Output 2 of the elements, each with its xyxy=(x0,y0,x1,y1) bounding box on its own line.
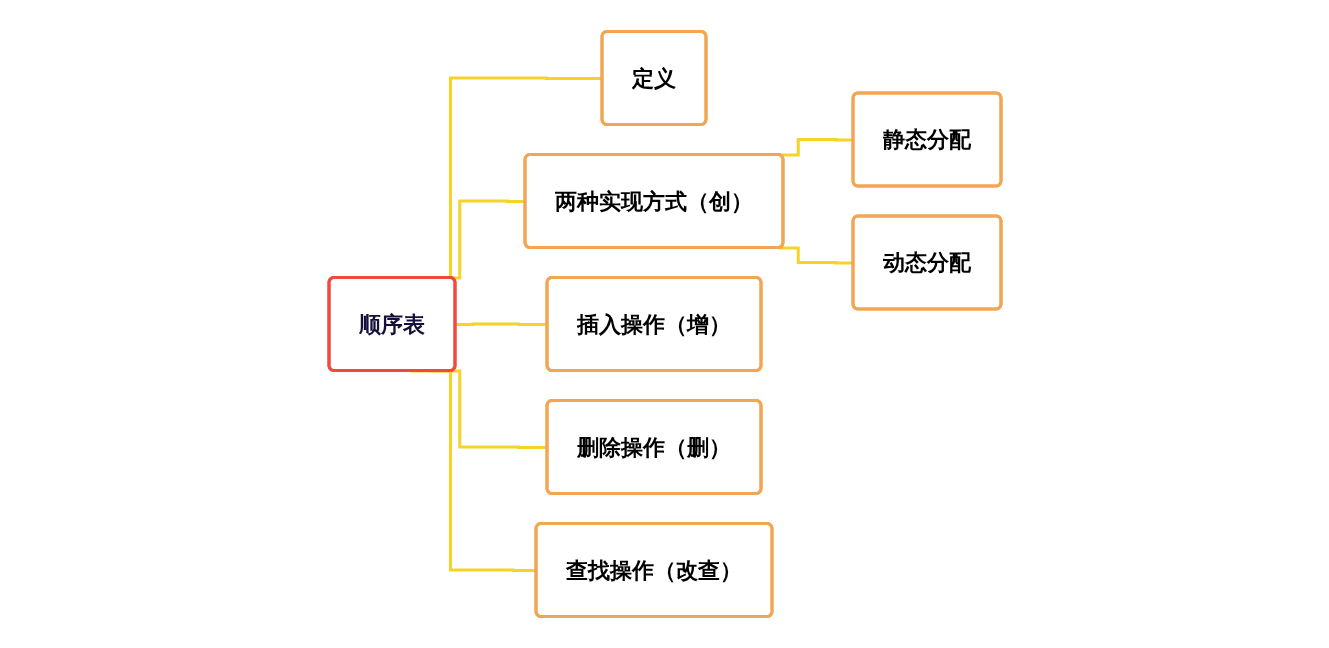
connector xyxy=(778,246,853,265)
connector xyxy=(455,322,547,326)
